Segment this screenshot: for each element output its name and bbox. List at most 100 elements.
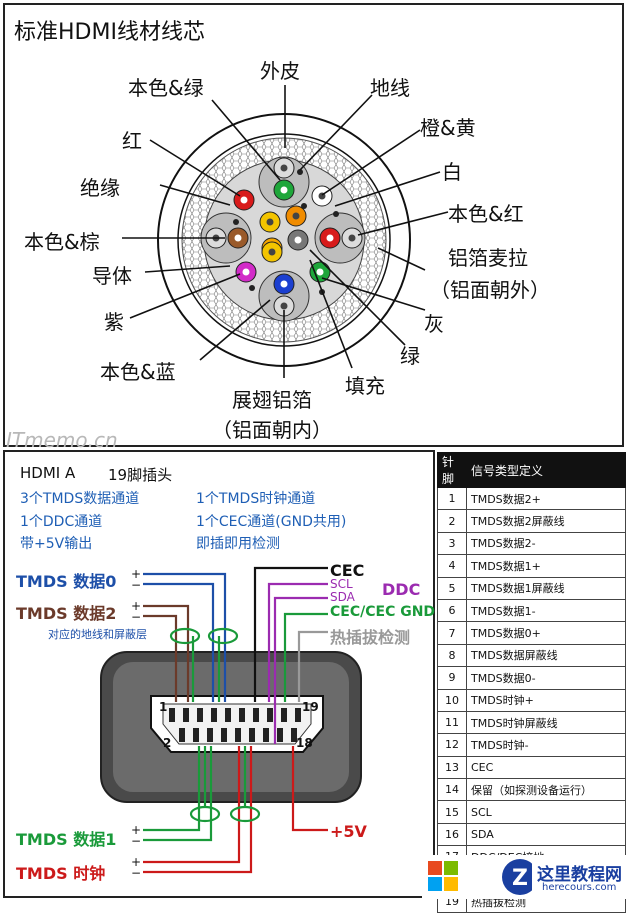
label-scl: SCL [330,577,353,591]
pin-number: 10 [437,688,467,712]
label-natural-brown: 本色&棕 [24,230,100,254]
ground-dot [233,219,239,225]
info-tmds-clock: 1个TMDS时钟通道 [196,491,316,507]
label-gray: 灰 [424,312,444,336]
info-ddc: 1个DDC通道 [20,514,103,530]
pin-definition: TMDS数据2+ [466,486,626,511]
pin-definition: TMDS数据1- [466,598,626,623]
pin-number: 4 [437,554,467,578]
wire-green-right [309,261,331,283]
svg-text:−: − [131,866,141,880]
label-tmds2: TMDS 数据2 [16,604,117,623]
label-white: 白 [442,160,462,184]
pin-definition: TMDS数据0- [466,666,626,690]
pin-number: 9 [437,666,467,690]
label-natural-red: 本色&红 [448,202,524,226]
label-ground-wire: 地线 [370,76,410,100]
pin-contact-bottom [221,728,227,742]
wire-red-right [319,227,341,249]
conductors-layer [205,157,363,317]
ground-dot [297,169,303,175]
label-cec: CEC [330,561,365,580]
pin-contact-bottom [249,728,255,742]
logo-text: 这里教程网 [537,865,622,885]
table-header-row: 针脚 信号类型定义 [437,452,626,488]
wire-natural-top [273,157,295,179]
label-green: 绿 [400,344,420,368]
info-hotplug: 即插即用检测 [196,536,280,552]
pin-contact-bottom [207,728,213,742]
pin-definition: TMDS数据2- [466,531,626,556]
wire-brown [227,227,249,249]
header-pin: 针脚 [437,452,467,488]
pin-number: 7 [437,621,467,645]
wire-green [273,179,295,201]
svg-text:+: + [131,823,141,837]
pin-number: 8 [437,643,467,668]
pin-definition: CEC [466,755,626,780]
windows-logo-icon: Z [428,859,532,895]
label-purple: 紫 [104,310,124,334]
svg-text:+: + [131,855,141,869]
pin-number: 16 [437,822,467,847]
label-tmds0: TMDS 数据0 [16,572,117,591]
info-5v: 带+5V输出 [20,536,93,552]
pin-contact-top [211,708,217,722]
cable-section-frame [3,3,624,447]
pin-19-label: 19 [302,700,319,714]
pin-number: 6 [437,598,467,623]
connector-type: HDMI A [20,464,76,482]
pin-contact-top [295,708,301,722]
ground-dot [333,211,339,217]
leader-lines [122,85,449,378]
label-shield-note: 对应的地线和屏蔽层 [48,628,147,641]
pin-18-label: 18 [296,736,313,750]
pin-number: 3 [437,531,467,556]
label-conductor: 导体 [92,264,132,288]
pin-number: 13 [437,755,467,780]
pin-definition: TMDS数据1+ [466,554,626,578]
label-al-foil-2: （铝面朝外） [430,278,550,302]
pin-contact-bottom [291,728,297,742]
pin-definition: TMDS数据1屏蔽线 [466,576,626,600]
svg-text:+: + [131,567,141,581]
wire-natural-right [341,227,363,249]
label-5v: +5V [330,822,367,841]
pin-contact-top [197,708,203,722]
wire-gray [287,229,309,251]
pin-contact-bottom [179,728,185,742]
label-red: 红 [122,129,142,153]
pin-definition: 保留（如探测设备运行） [466,778,626,802]
connector-frame [3,450,435,898]
label-filler: 填充 [345,374,385,398]
svg-text:−: − [131,610,141,624]
info-cec: 1个CEC通道(GND共用) [196,514,347,530]
logo-url: herecours.com [542,882,617,893]
pin-contact-bottom [193,728,199,742]
pin-number: 14 [437,778,467,802]
label-al-foil-1: 铝箔麦拉 [448,246,528,270]
pin-contact-top [225,708,231,722]
pin-definition: TMDS时钟屏蔽线 [466,710,626,735]
pin-definition: SDA [466,822,626,847]
label-sda: SDA [330,590,355,604]
label-tmds1: TMDS 数据1 [16,830,117,849]
pin-number: 2 [437,509,467,533]
pin-contact-bottom [235,728,241,742]
ground-dot [301,203,307,209]
pin-definition: TMDS数据0+ [466,621,626,645]
label-clock: TMDS 时钟 [16,864,106,883]
